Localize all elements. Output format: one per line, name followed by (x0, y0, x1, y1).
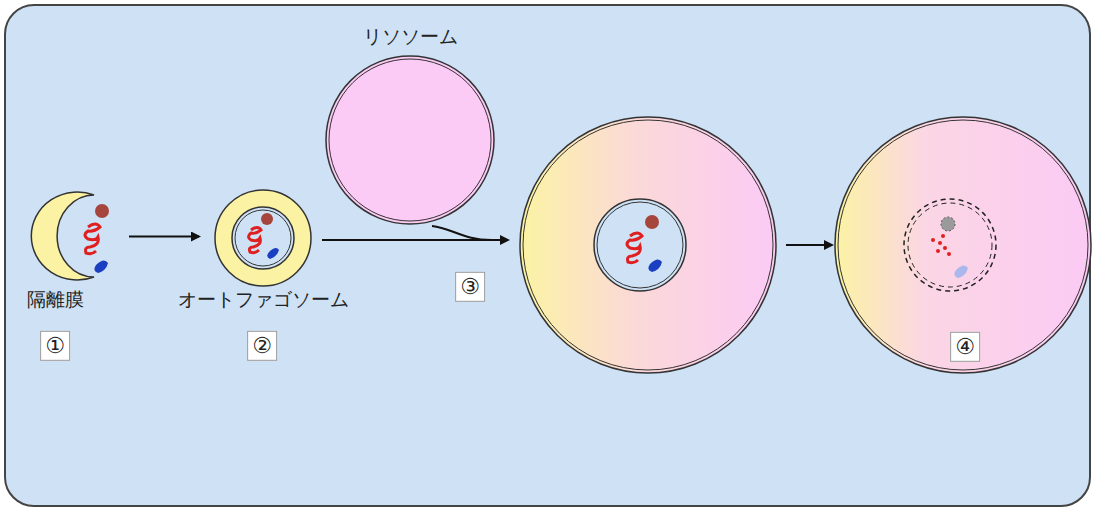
callout-number: ③ (455, 272, 485, 302)
structure-label: 隔離膜 (27, 287, 84, 313)
shape-outline (325, 55, 495, 225)
structure-label: オートファゴソーム (178, 287, 349, 313)
autophagosome: オートファゴソーム (213, 188, 313, 288)
callout-number: ① (40, 331, 70, 361)
shape-outline (30, 185, 115, 285)
callout-number: ② (247, 331, 277, 361)
isolation-membrane: 隔離膜 (30, 185, 115, 285)
lysosome: リソソーム (325, 55, 495, 225)
process-arrow (129, 236, 199, 238)
shape-outline (213, 188, 313, 288)
callout-number: ④ (950, 332, 980, 362)
structure-label: リソソーム (363, 24, 458, 50)
